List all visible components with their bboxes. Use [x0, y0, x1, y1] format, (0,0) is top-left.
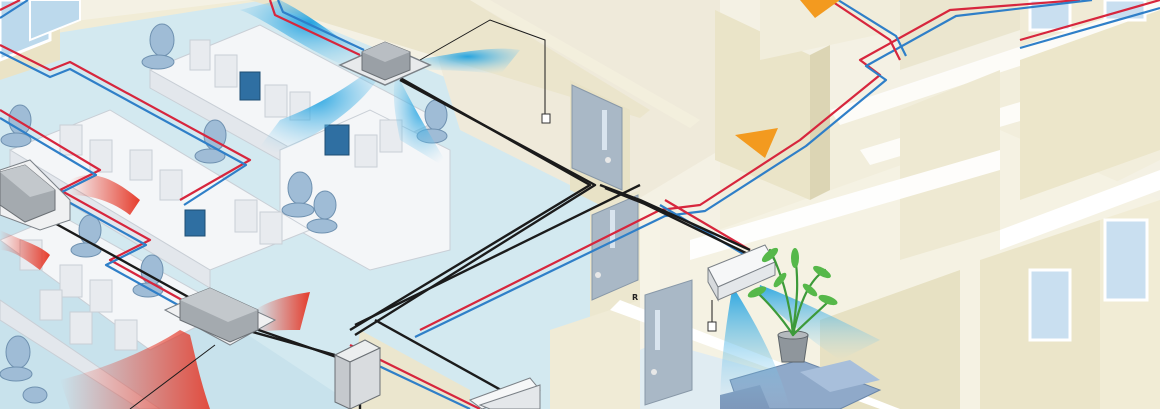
door-upper	[571, 84, 623, 191]
wall-mounted-unit-right	[707, 244, 776, 302]
potted-plant	[747, 247, 838, 363]
windows	[0, 0, 1149, 342]
flow-arrow-top	[800, 0, 840, 18]
ceiling-cassette-unit	[338, 41, 432, 86]
ceiling-concealed-unit-left	[0, 159, 71, 231]
remote-controller-right	[707, 321, 717, 332]
branch-selector-box: R	[333, 293, 638, 409]
flow-arrow-middle	[735, 128, 778, 158]
branch-marker-label: R	[632, 293, 638, 302]
doors	[571, 84, 693, 406]
ceiling-concealed-unit-bottom	[163, 287, 277, 346]
warm-airflow	[0, 175, 310, 409]
door-lower	[644, 279, 693, 406]
wall-mounted-unit-bottom	[468, 377, 541, 409]
remote-controller-left	[541, 113, 551, 124]
